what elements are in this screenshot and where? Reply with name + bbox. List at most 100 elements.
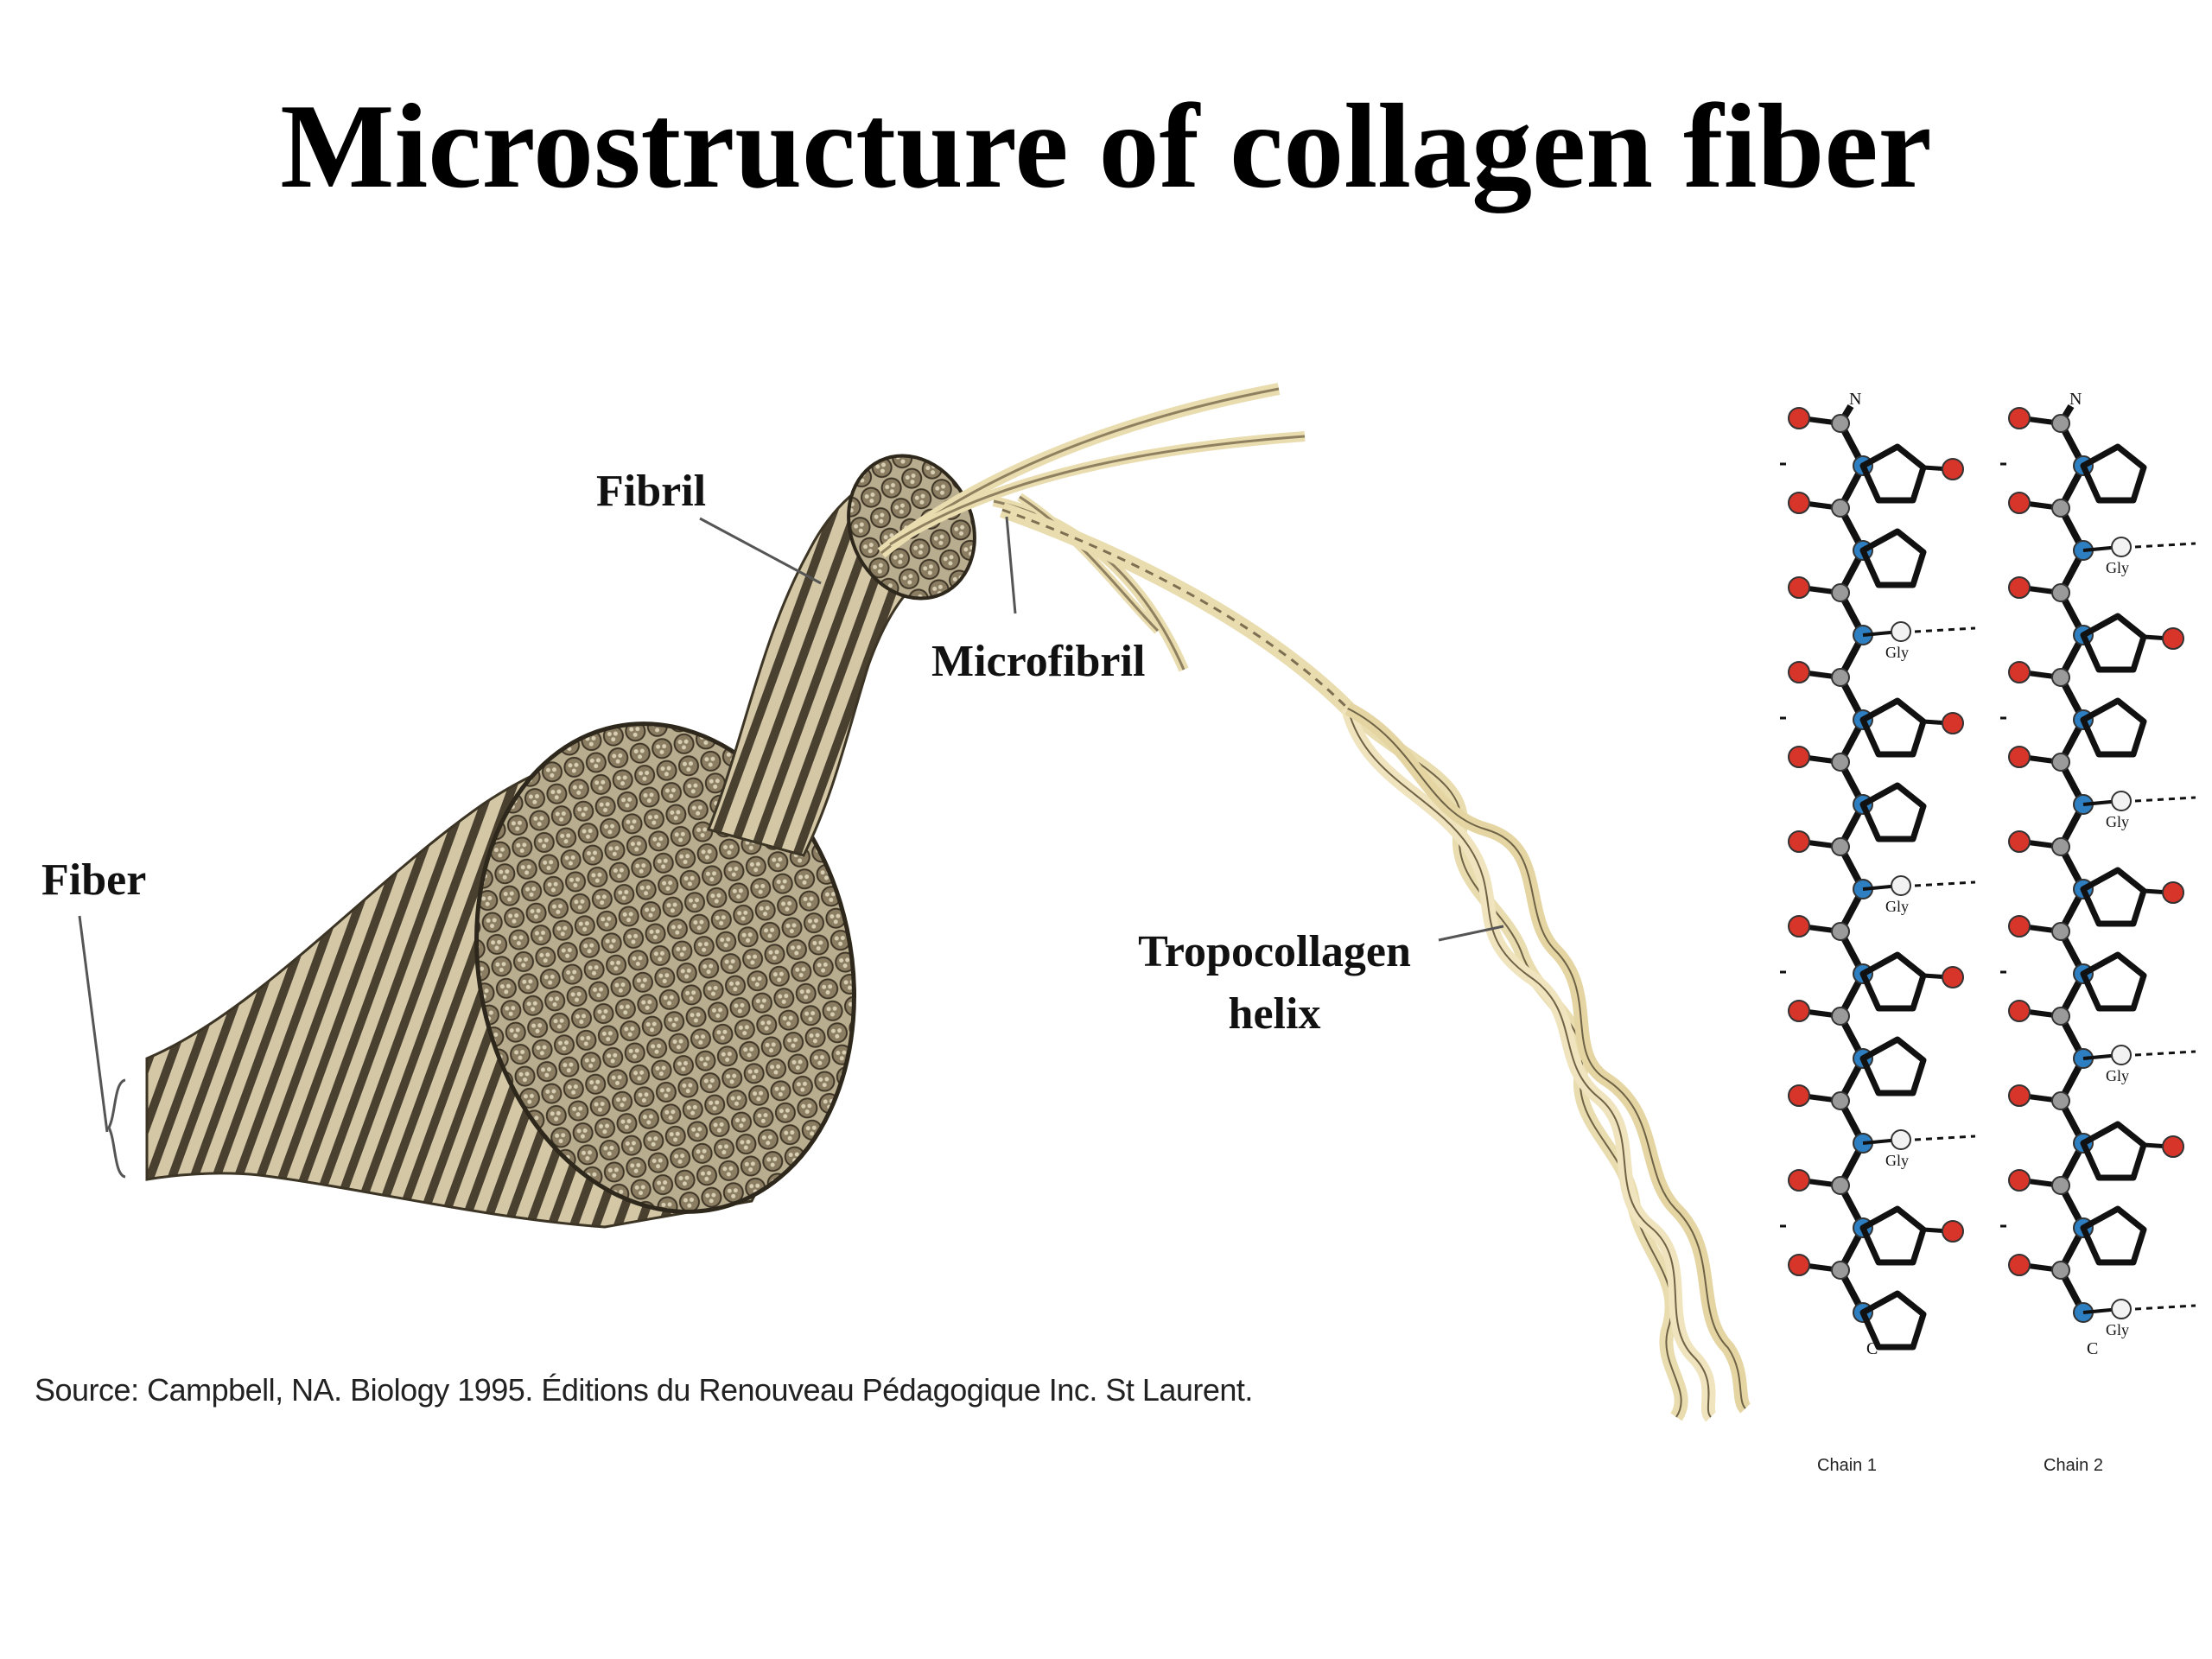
carbon-atom	[2051, 837, 2070, 856]
ring-oxygen-atom	[2162, 627, 2184, 650]
carbon-atom	[1831, 1091, 1850, 1110]
leader-lines	[78, 516, 1504, 1179]
hydrogen-bond	[2134, 542, 2196, 549]
proline-ring	[2080, 867, 2147, 927]
ring-oxygen-atom	[2162, 881, 2184, 904]
label-fibril: Fibril	[596, 467, 706, 516]
proline-ring	[1859, 1290, 1927, 1351]
fiber-leader	[78, 915, 109, 1133]
label-tropocollagen: Tropocollagen	[1138, 927, 1411, 976]
hydrogen-bond	[1914, 880, 1976, 887]
carbon-atom	[1831, 1007, 1850, 1026]
oxygen-atom	[2008, 1169, 2031, 1192]
source-citation: Source: Campbell, NA. Biology 1995. Édit…	[35, 1372, 1253, 1408]
hydrogen-atom	[1891, 1129, 1911, 1150]
ring-oxygen-atom	[1942, 966, 1964, 988]
hydrogen-atom	[2111, 537, 2132, 557]
gly-label: Gly	[1885, 1152, 1909, 1169]
carbon-atom	[1831, 1176, 1850, 1195]
hydrogen-bond	[1914, 626, 1976, 633]
proline-ring	[1859, 1205, 1927, 1266]
oxygen-atom	[1788, 1169, 1810, 1192]
n-terminus-label: N	[2069, 390, 2082, 409]
proline-ring	[2080, 1205, 2147, 1266]
carbon-atom	[2051, 753, 2070, 772]
microfibril-leader	[1005, 516, 1017, 614]
chain-caption: Chain 2	[2044, 1456, 2103, 1475]
oxygen-atom	[1788, 576, 1810, 599]
carbon-atom	[2051, 583, 2070, 602]
hydrogen-atom	[1891, 621, 1911, 642]
gly-label: Gly	[2106, 1321, 2129, 1338]
label-fiber: Fiber	[41, 855, 146, 905]
proline-ring	[1859, 528, 1927, 588]
proline-ring	[1859, 443, 1927, 504]
hydrogen-bond	[2134, 1050, 2196, 1057]
carbon-atom	[1831, 1261, 1850, 1280]
hydrogen-atom	[1891, 875, 1911, 896]
gly-label: Gly	[2106, 813, 2129, 830]
gly-label: Gly	[1885, 644, 1909, 661]
label-helix: helix	[1229, 989, 1321, 1039]
c-terminus-label: C	[1866, 1339, 1878, 1358]
oxygen-atom	[2008, 915, 2031, 938]
carbon-atom	[2051, 414, 2070, 433]
carbon-atom	[2051, 668, 2070, 687]
carbon-atom	[1831, 583, 1850, 602]
carbon-atom	[1831, 668, 1850, 687]
tropocollagen-leader	[1438, 925, 1504, 942]
hydrogen-bond	[2134, 796, 2196, 803]
hydrogen-bond	[2134, 1304, 2196, 1311]
proline-ring	[1859, 697, 1927, 758]
slide-title: Microstructure of collagen fiber	[280, 79, 1932, 213]
c-terminus-label: C	[2087, 1339, 2098, 1358]
oxygen-atom	[2008, 1084, 2031, 1107]
hydrogen-atom	[2111, 1299, 2132, 1319]
hydrogen-bond	[1914, 1135, 1976, 1141]
oxygen-atom	[2008, 746, 2031, 768]
proline-ring	[2080, 1121, 2147, 1181]
carbon-atom	[2051, 1091, 2070, 1110]
ring-oxygen-atom	[2162, 1135, 2184, 1158]
label-microfibril: Microfibril	[931, 637, 1145, 686]
oxygen-atom	[2008, 407, 2031, 429]
oxygen-atom	[2008, 830, 2031, 853]
ring-oxygen-atom	[1942, 1220, 1964, 1243]
ring-oxygen-atom	[1942, 458, 1964, 480]
proline-ring	[1859, 951, 1927, 1012]
proline-ring	[2080, 613, 2147, 673]
carbon-atom	[2051, 499, 2070, 518]
oxygen-atom	[2008, 492, 2031, 514]
carbon-atom	[2051, 922, 2070, 941]
carbon-atom	[2051, 1007, 2070, 1026]
fiber-brace	[107, 1078, 126, 1179]
gly-label: Gly	[2106, 559, 2129, 576]
oxygen-atom	[1788, 830, 1810, 853]
hydrogen-atom	[2111, 791, 2132, 811]
oxygen-atom	[1788, 661, 1810, 683]
proline-ring	[2080, 443, 2147, 504]
ring-oxygen-atom	[1942, 712, 1964, 734]
oxygen-atom	[1788, 1254, 1810, 1276]
chain-caption: Chain 1	[1817, 1456, 1877, 1475]
oxygen-atom	[2008, 661, 2031, 683]
n-terminus-label: N	[1849, 390, 1861, 409]
carbon-atom	[1831, 499, 1850, 518]
gly-label: Gly	[2106, 1067, 2129, 1084]
proline-ring	[2080, 951, 2147, 1012]
carbon-atom	[2051, 1176, 2070, 1195]
oxygen-atom	[1788, 1084, 1810, 1107]
fiber-bundle	[145, 721, 856, 1229]
hydrogen-atom	[2111, 1045, 2132, 1065]
gly-label: Gly	[1885, 898, 1909, 915]
tropocollagen-helix	[999, 502, 1751, 1422]
oxygen-atom	[2008, 576, 2031, 599]
proline-ring	[2080, 697, 2147, 758]
oxygen-atom	[1788, 407, 1810, 429]
oxygen-atom	[1788, 915, 1810, 938]
oxygen-atom	[2008, 1254, 2031, 1276]
carbon-atom	[2051, 1261, 2070, 1280]
carbon-atom	[1831, 922, 1850, 941]
carbon-atom	[1831, 753, 1850, 772]
